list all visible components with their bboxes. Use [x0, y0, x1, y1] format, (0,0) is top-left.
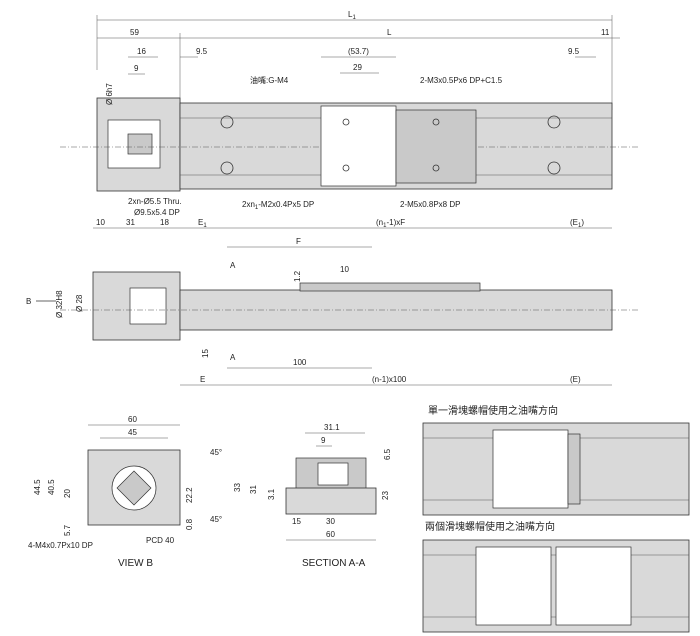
section-title: SECTION A-A	[302, 558, 366, 569]
view-b-title: VIEW B	[118, 558, 153, 569]
dim-l: L	[387, 28, 392, 37]
dim-l1: L1	[348, 10, 356, 21]
oil-single-title: 單一滑塊螺帽使用之油嘴方向	[428, 404, 558, 417]
dim-31: 31	[126, 218, 135, 227]
top-view: L1 59 L 11 16 9 9.5 (53.7) 29 9.5 Ø 6h7	[60, 10, 640, 217]
oil-nipple-label: 油嘴:G-M4	[250, 75, 289, 85]
view-b-marker: B	[26, 297, 31, 306]
dim-20: 20	[63, 489, 72, 498]
dim-45: 45	[128, 428, 137, 437]
dim-n1f: (n1-1)xF	[376, 218, 405, 229]
dim-1-2: 1.2	[293, 270, 302, 282]
shaft-dia: Ø 6h7	[105, 83, 114, 105]
dim-100: 100	[293, 358, 307, 367]
dim-9: 9	[321, 436, 326, 445]
dim-53-7: (53.7)	[348, 47, 369, 56]
note-m2: 2xn1-M2x0.4Px5 DP	[242, 200, 314, 211]
slider-block	[320, 105, 397, 187]
dim-11: 11	[601, 28, 610, 37]
dim-9-5-right: 9.5	[568, 47, 580, 56]
dim-31-1: 31.1	[324, 423, 340, 432]
pcd-label: PCD 40	[146, 536, 175, 545]
section-a-bottom: A	[230, 353, 236, 362]
view-b: 60 45 45° 45° 44.5 40.5 20 5.7 22.2 0.8 …	[28, 415, 222, 569]
dim-18: 18	[160, 218, 169, 227]
dim-0-8: 0.8	[185, 518, 194, 530]
dim-29: 29	[353, 63, 362, 72]
dim-32h8: Ø 32H8	[55, 290, 64, 318]
dim-44-5: 44.5	[33, 479, 42, 495]
dim-9-5-left: 9.5	[196, 47, 208, 56]
angle-45-top: 45°	[210, 448, 222, 457]
dim-5-7: 5.7	[63, 524, 72, 536]
oil-panel-double: 兩個滑塊螺帽使用之油嘴方向	[422, 520, 690, 633]
oil-panel-single: 單一滑塊螺帽使用之油嘴方向	[422, 404, 690, 516]
dim-30: 30	[326, 517, 335, 526]
dim-28: Ø 28	[75, 294, 84, 312]
dim-e1-right: (E1)	[570, 218, 584, 229]
dim-60-sec: 60	[326, 530, 335, 539]
dim-10: 10	[96, 218, 105, 227]
side-view: 10 31 18 E1 (n1-1)xF (E1) F 1.2 10 A A B…	[26, 218, 640, 386]
dim-3-1: 3.1	[267, 488, 276, 500]
dim-e-right: (E)	[570, 375, 581, 384]
dim-59: 59	[130, 28, 139, 37]
dim-e: E	[200, 375, 205, 384]
dim-40-5: 40.5	[47, 479, 56, 495]
dim-9: 9	[134, 64, 139, 73]
note-m5: 2-M5x0.8Px8 DP	[400, 200, 460, 209]
oil-double-title: 兩個滑塊螺帽使用之油嘴方向	[425, 520, 555, 533]
dim-15-sec: 15	[292, 517, 301, 526]
dim-6-5: 6.5	[383, 448, 392, 460]
dim-31: 31	[249, 485, 258, 494]
angle-45-bottom: 45°	[210, 515, 222, 524]
dim-23: 23	[381, 491, 390, 500]
dim-e1: E1	[198, 218, 207, 229]
section-a-a: 31.1 9 6.5 33 31 3.1 23 15 30 60 SECTION…	[233, 423, 392, 569]
note-m3: 2-M3x0.5Px6 DP+C1.5	[420, 76, 503, 85]
section-a-top: A	[230, 261, 236, 270]
dim-n100: (n-1)x100	[372, 375, 407, 384]
dim-10b: 10	[340, 265, 349, 274]
dim-33: 33	[233, 483, 242, 492]
dim-f: F	[296, 237, 301, 246]
note-thru: 2xn-Ø5.5 Thru.	[128, 197, 182, 206]
note-cb: Ø9.5x5.4 DP	[134, 208, 180, 217]
dim-16: 16	[137, 47, 146, 56]
dim-60: 60	[128, 415, 137, 424]
dim-22-2: 22.2	[185, 487, 194, 503]
section-rail	[285, 487, 377, 515]
screw-note: 4-M4x0.7Px10 DP	[28, 541, 93, 550]
dim-15: 15	[201, 349, 210, 358]
